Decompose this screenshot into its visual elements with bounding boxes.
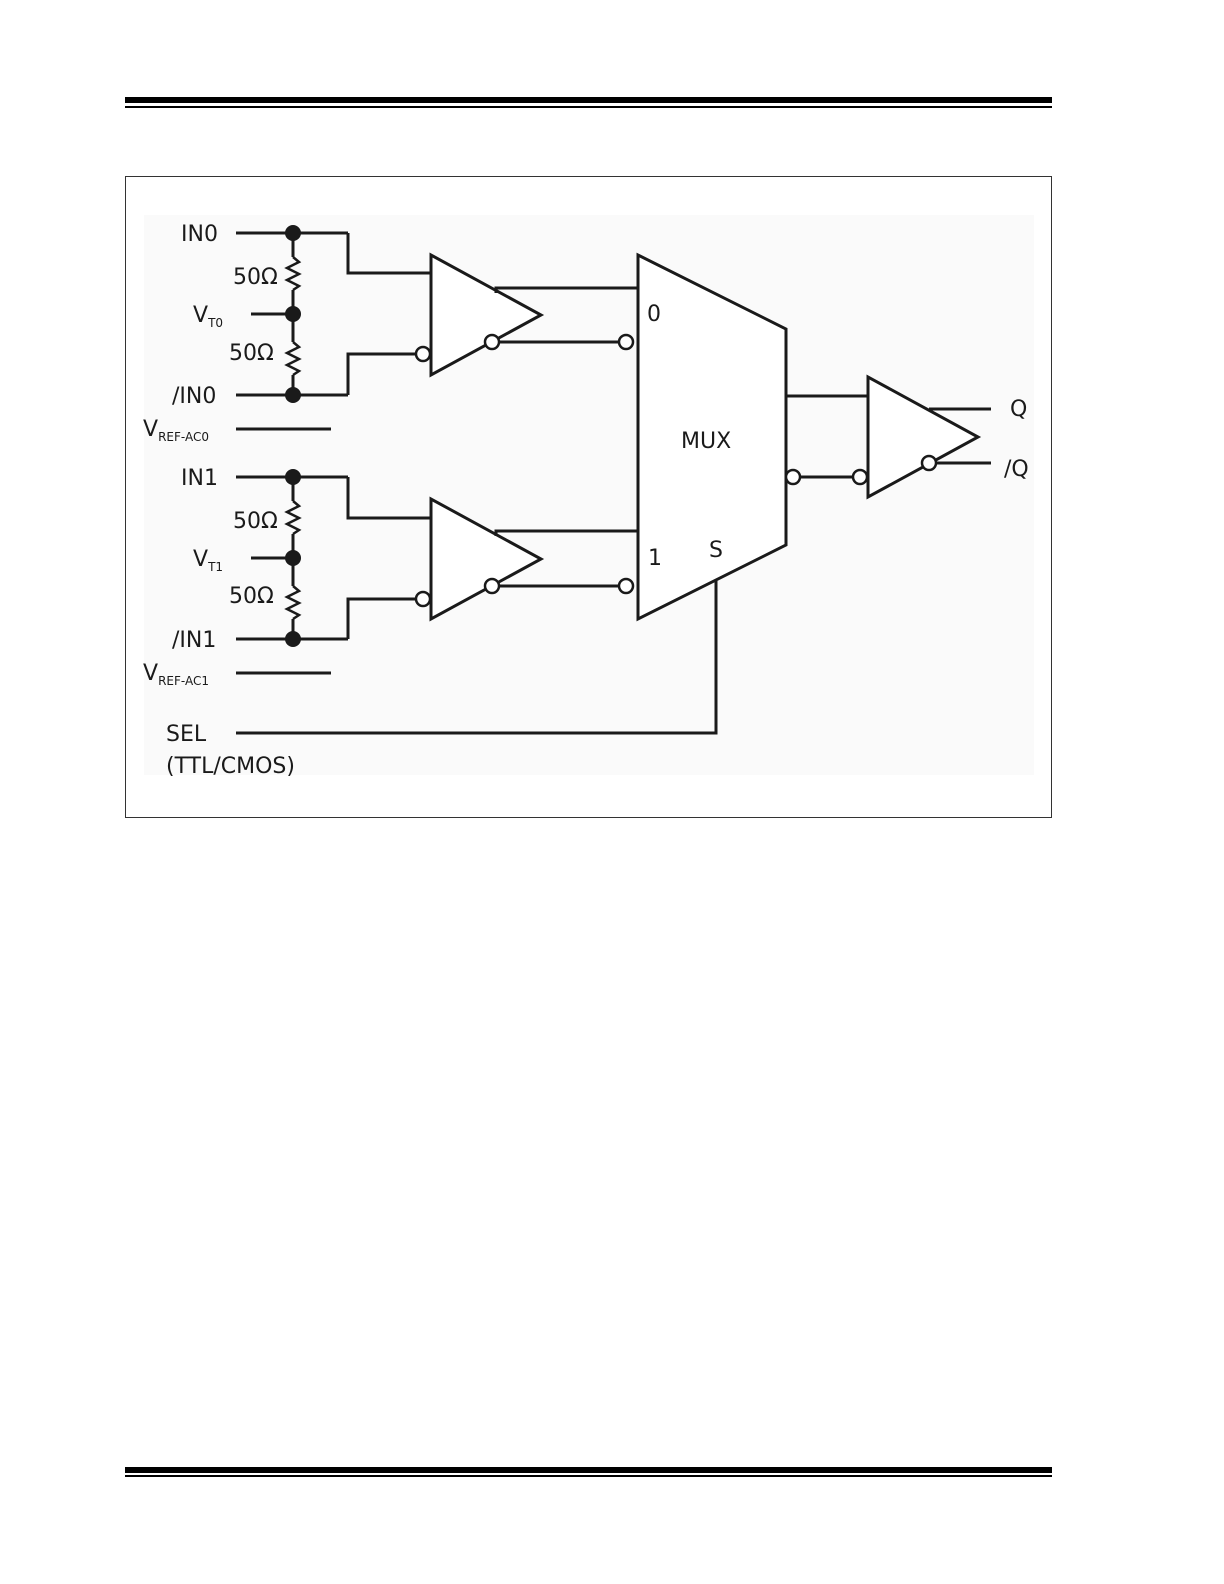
label-vref0-main: V [143,417,158,442]
junction-vt1 [285,550,301,566]
label-nin1: /IN1 [172,628,216,653]
buf1-inv-output-bubble [485,579,499,593]
label-r-top-1: 50Ω [233,509,278,534]
label-vt0-sub: T0 [207,316,223,330]
label-vt1-main: V [193,547,208,572]
label-mux-select: S [709,538,723,563]
label-r-bottom-0: 50Ω [229,341,274,366]
header-rule-thick [125,97,1052,103]
label-vt0-main: V [193,303,208,328]
label-sel: SEL [166,722,207,747]
label-in1: IN1 [181,466,218,491]
outbuf-inv-output-bubble [922,456,936,470]
buf0-inv-output-bubble [485,335,499,349]
outbuf-inv-input-bubble [853,470,867,484]
header-rule-thin [125,106,1052,108]
diagram-background [144,215,1034,775]
label-r-bottom-1: 50Ω [229,584,274,609]
figure-frame: IN0 /IN0 IN1 /IN1 VT0 VT1 VREF-AC0 VREF-… [125,176,1052,818]
label-vref0-sub: REF-AC0 [158,430,209,444]
mux-out-inv-bubble [786,470,800,484]
buf0-inv-input-bubble [416,347,430,361]
label-mux-input-0: 0 [647,302,661,327]
block-diagram: IN0 /IN0 IN1 /IN1 VT0 VT1 VREF-AC0 VREF-… [126,177,1051,817]
junction-in1 [285,469,301,485]
mux-in0-inv-bubble [619,335,633,349]
label-nq: /Q [1004,457,1029,482]
label-sel-type: (TTL/CMOS) [166,754,295,779]
label-nin0: /IN0 [172,384,216,409]
junction-nin0 [285,387,301,403]
junction-in0 [285,225,301,241]
mux-in1-inv-bubble [619,579,633,593]
label-vref1-main: V [143,661,158,686]
label-q: Q [1010,397,1027,422]
label-vt1-sub: T1 [207,560,223,574]
footer-rule-thin [125,1475,1052,1477]
buf1-inv-input-bubble [416,592,430,606]
label-vref1-sub: REF-AC1 [158,674,209,688]
junction-vt0 [285,306,301,322]
footer-rule-thick [125,1467,1052,1473]
label-in0: IN0 [181,222,218,247]
label-mux: MUX [681,429,731,454]
label-r-top-0: 50Ω [233,265,278,290]
junction-nin1 [285,631,301,647]
label-mux-input-1: 1 [648,546,662,571]
